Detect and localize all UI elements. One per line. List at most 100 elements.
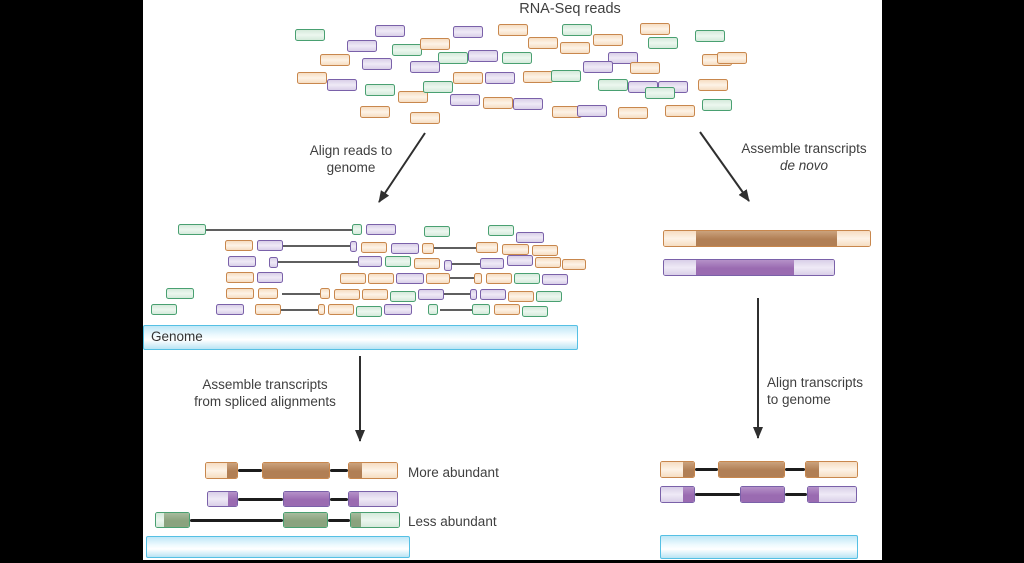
transcript-exon xyxy=(350,512,400,528)
rna-seq-read xyxy=(598,79,628,91)
rna-seq-read xyxy=(618,107,648,119)
exon-coding-fill xyxy=(741,487,784,502)
intron-line xyxy=(330,469,348,472)
aligned-read xyxy=(340,273,366,284)
exon-utr-fill xyxy=(818,487,856,502)
aligned-read xyxy=(384,304,412,315)
aligned-read xyxy=(257,272,283,283)
rna-seq-read xyxy=(551,70,581,82)
spliced-alignment-connector xyxy=(452,263,480,265)
rna-seq-read xyxy=(648,37,678,49)
intron-line xyxy=(695,493,740,496)
transcript-exon xyxy=(805,461,858,478)
intron-line xyxy=(330,497,348,501)
aligned-read xyxy=(269,257,278,268)
rna-seq-read xyxy=(717,52,747,64)
intron-line xyxy=(785,493,807,496)
aligned-read xyxy=(480,258,504,269)
rna-seq-read xyxy=(362,58,392,70)
rna-seq-read xyxy=(320,54,350,66)
aligned-read xyxy=(226,288,254,299)
aligned-read xyxy=(328,304,354,315)
rna-seq-read xyxy=(347,40,377,52)
transcript-exon xyxy=(663,259,835,276)
rna-seq-read xyxy=(420,38,450,50)
assemble-spliced-label-line2: from spliced alignments xyxy=(194,394,336,409)
aligned-read xyxy=(350,241,357,252)
aligned-read xyxy=(532,245,558,256)
rna-seq-read xyxy=(702,99,732,111)
assemble-denovo-label-line1: Assemble transcripts xyxy=(741,141,867,156)
rna-seq-read xyxy=(640,23,670,35)
align-transcripts-label-line1: Align transcripts xyxy=(767,375,864,390)
assemble-spliced-label: Assemble transcripts from spliced alignm… xyxy=(165,376,365,410)
rna-seq-read xyxy=(698,79,728,91)
aligned-read xyxy=(474,273,482,284)
rna-seq-read xyxy=(560,42,590,54)
exon-coding-fill xyxy=(695,260,795,275)
rna-seq-read xyxy=(297,72,327,84)
aligned-read xyxy=(444,260,452,271)
spliced-alignment-connector xyxy=(440,309,472,311)
genome-bar-label: Genome xyxy=(151,329,203,344)
rna-seq-read xyxy=(398,91,428,103)
aligned-read xyxy=(320,288,330,299)
rna-seq-read xyxy=(438,52,468,64)
exon-coding-fill xyxy=(226,463,237,478)
transcript-exon xyxy=(660,461,695,478)
transcript-exon xyxy=(205,462,238,479)
exon-utr-fill xyxy=(664,260,696,275)
aligned-read xyxy=(476,242,498,253)
align-reads-label-line2: genome xyxy=(326,160,376,175)
genome-bar-bottom-left xyxy=(146,536,410,558)
transcript-exon xyxy=(283,512,328,528)
exon-utr-fill xyxy=(661,487,683,502)
rna-seq-read xyxy=(630,62,660,74)
aligned-read xyxy=(352,224,362,235)
assemble-spliced-label-line1: Assemble transcripts xyxy=(202,377,328,392)
aligned-read xyxy=(356,306,382,317)
rna-seq-read xyxy=(453,72,483,84)
intron-line xyxy=(238,497,283,501)
aligned-read xyxy=(522,306,548,317)
rna-seq-read xyxy=(665,105,695,117)
rna-seq-read xyxy=(360,106,390,118)
rna-seq-read xyxy=(327,79,357,91)
transcript-exon xyxy=(718,461,785,478)
rna-seq-read xyxy=(523,71,553,83)
more-abundant-label: More abundant xyxy=(408,465,499,480)
rna-seq-read xyxy=(577,105,607,117)
exon-utr-fill xyxy=(794,260,834,275)
spliced-alignment-connector xyxy=(283,245,350,247)
intron-line xyxy=(695,468,718,471)
transcript-exon xyxy=(660,486,695,503)
transcript-exon xyxy=(207,491,238,507)
rna-seq-read xyxy=(468,50,498,62)
aligned-read xyxy=(318,304,325,315)
aligned-read xyxy=(542,274,568,285)
exon-utr-fill xyxy=(156,513,164,527)
assemble-denovo-label-line2: de novo xyxy=(779,158,829,173)
rna-seq-read xyxy=(423,81,453,93)
aligned-read xyxy=(334,289,360,300)
aligned-read xyxy=(426,273,450,284)
rna-seq-read xyxy=(695,30,725,42)
rna-seq-read xyxy=(295,29,325,41)
aligned-read xyxy=(151,304,177,315)
spliced-alignment-connector xyxy=(434,247,476,249)
rna-seq-read xyxy=(528,37,558,49)
spliced-alignment-connector xyxy=(206,229,352,231)
aligned-read xyxy=(166,288,194,299)
exon-utr-fill xyxy=(360,513,399,527)
rna-seq-read xyxy=(608,52,638,64)
aligned-read xyxy=(486,273,512,284)
exon-coding-fill xyxy=(695,231,838,246)
aligned-read xyxy=(502,244,529,255)
aligned-read xyxy=(424,226,450,237)
genome-bar-main: Genome xyxy=(143,325,578,350)
transcript-exon xyxy=(155,512,190,528)
rna-seq-read xyxy=(593,34,623,46)
assemble-denovo-label: Assemble transcripts de novo xyxy=(724,140,884,174)
aligned-read xyxy=(494,304,520,315)
